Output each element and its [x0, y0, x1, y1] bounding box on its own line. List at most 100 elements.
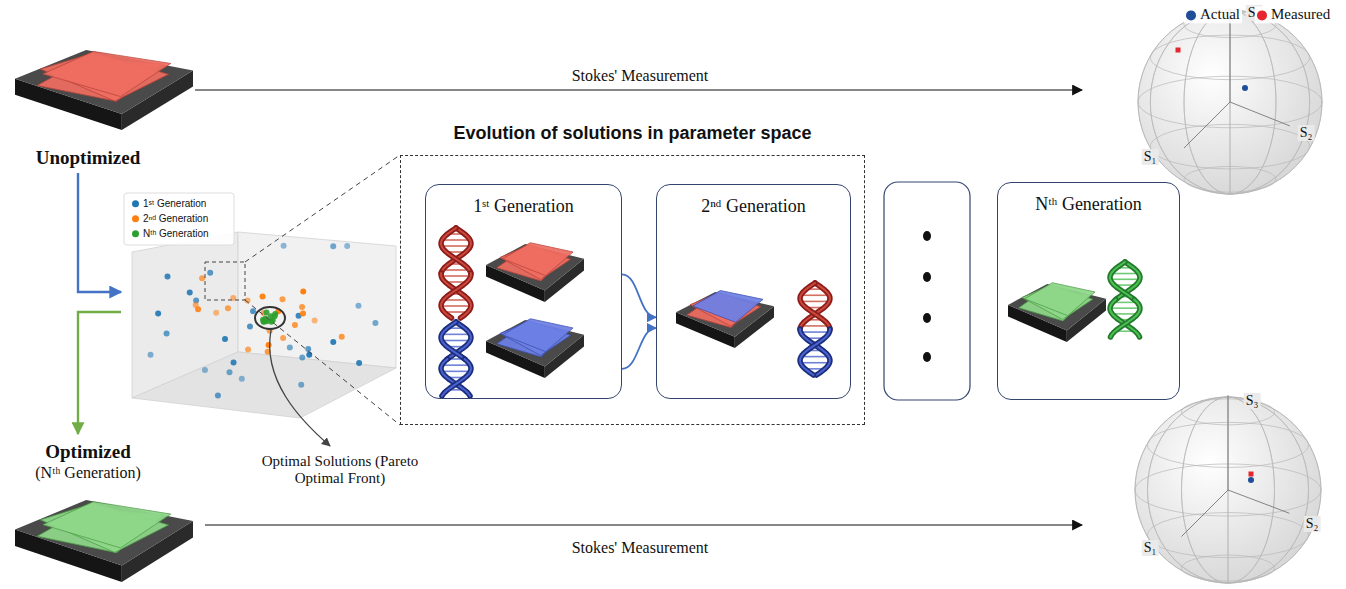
dna-strand [441, 322, 465, 359]
dna-strand [800, 283, 830, 329]
axis-label: S₂ [1304, 516, 1321, 532]
ellipsis-box [884, 182, 970, 400]
stokes-axis [1228, 395, 1229, 490]
dna-rung [441, 245, 470, 247]
poincare-sphere [1138, 8, 1322, 194]
material-layer [1024, 281, 1096, 317]
measurement-label: Stokes' Measurement [572, 67, 709, 85]
dna-rung [441, 305, 471, 307]
dna-strand-highlight [442, 359, 471, 396]
scatter-plot [124, 155, 400, 446]
solution-point [281, 243, 287, 249]
solution-point [222, 336, 228, 342]
dna-strand-highlight [441, 228, 471, 273]
generation-label: 1ˢᵗ Generation [473, 196, 574, 217]
dna-rung [800, 362, 829, 364]
material-layer [692, 289, 764, 324]
dna-strand [800, 329, 830, 375]
solution-point [193, 302, 199, 308]
solution-point [330, 339, 336, 345]
dna-strand [1110, 300, 1139, 338]
dna-helix [1110, 262, 1140, 337]
solution-point [339, 334, 345, 340]
dna-strand-highlight [1110, 262, 1134, 300]
solution-point [330, 243, 336, 249]
measured-point [1176, 48, 1181, 53]
generation-label: 2ⁿᵈ Generation [701, 196, 806, 217]
dna-strand [441, 359, 470, 396]
solution-point [245, 346, 251, 352]
sample-chip [15, 499, 193, 582]
solution-point [372, 320, 378, 326]
legend-swatch [132, 201, 139, 208]
measurement-arrow [205, 524, 1082, 525]
state-label: Unoptimized [36, 147, 141, 169]
solution-point [250, 308, 256, 314]
zoom-panel: Evolution of solutions in parameter spac… [400, 155, 865, 425]
legend-swatch [1186, 10, 1196, 20]
solution-point [260, 294, 266, 300]
material-layer [502, 241, 574, 277]
solution-point [299, 355, 305, 361]
material-layer [502, 317, 574, 353]
dna-strand [441, 273, 471, 318]
solution-point [247, 324, 253, 330]
material-layer [42, 499, 172, 551]
plot-legend-entry: Nᵗʰ Generation [130, 228, 211, 240]
dna-rung [442, 371, 471, 373]
stokes-axis [1184, 102, 1230, 148]
ellipsis-dot [923, 352, 931, 362]
material-layer [42, 49, 172, 100]
stokes-axis [1230, 102, 1290, 126]
dna-rung [1110, 279, 1139, 281]
dna-rung [442, 364, 470, 366]
sample-chip [1008, 281, 1106, 342]
flow-arrow [78, 312, 121, 434]
dna-rung [1111, 273, 1139, 275]
dna-strand-highlight [441, 228, 471, 273]
generation-box: Nᵗʰ Generation [997, 182, 1180, 400]
dna-strand-highlight [1110, 300, 1139, 338]
generation-box: 2ⁿᵈ Generation [656, 184, 851, 399]
solution-point [280, 335, 286, 341]
connector-arrow [622, 274, 656, 317]
legend-swatch [132, 216, 139, 223]
dna-strand [441, 228, 471, 273]
solution-point [226, 369, 232, 375]
solution-point [225, 305, 231, 311]
solution-point [239, 376, 245, 382]
solution-point [266, 342, 272, 348]
legend-text: 1ˢᵗ Generation [143, 198, 206, 210]
actual-point [1248, 477, 1254, 483]
dna-strand [441, 273, 471, 318]
dna-rung [801, 301, 830, 303]
solution-point [164, 274, 170, 280]
dna-rung [441, 275, 471, 277]
dna-strand [441, 228, 471, 273]
zoom-region [205, 262, 245, 300]
legend-frame [124, 193, 234, 245]
zoom-line [245, 155, 400, 262]
leader-line [270, 330, 330, 446]
dna-strand [1110, 300, 1139, 338]
solution-point [215, 392, 221, 398]
solution-point [164, 330, 170, 336]
ellipsis-dot [923, 313, 931, 323]
ellipsis-dot [923, 231, 931, 241]
solution-point [299, 304, 305, 310]
solution-point [213, 310, 219, 316]
dna-rung [442, 334, 470, 336]
solution-point [263, 310, 269, 316]
actual-point [1242, 85, 1248, 91]
solution-point [279, 296, 285, 302]
dna-rung [442, 239, 470, 241]
dna-strand-highlight [800, 283, 830, 329]
solution-point [355, 303, 361, 309]
dna-strand-highlight [441, 322, 465, 359]
measurement-arrow [195, 89, 1082, 90]
dna-rung [801, 325, 829, 327]
connector-arrow [622, 328, 656, 369]
measurement-label: Stokes' Measurement [572, 539, 709, 557]
